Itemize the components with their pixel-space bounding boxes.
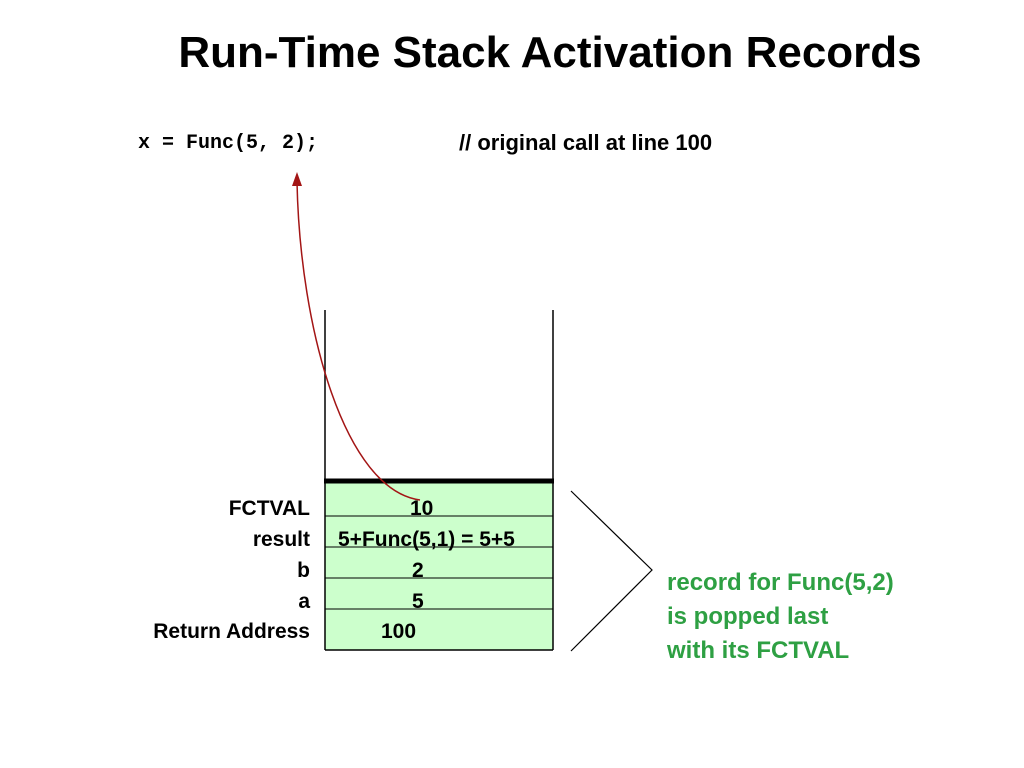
row-label-a: a — [298, 590, 310, 613]
record-bracket — [570, 490, 653, 652]
cell-value-result: 5+Func(5,1) = 5+5 — [338, 528, 515, 551]
annotation-line: is popped last — [667, 603, 829, 630]
cell-value-a: 5 — [412, 590, 424, 613]
call-code: x = Func(5, 2); — [138, 132, 319, 155]
row-label-return-address: Return Address — [153, 620, 310, 643]
call-comment: // original call at line 100 — [459, 130, 713, 155]
record-annotation: record for Func(5,2) is popped last with… — [667, 566, 894, 668]
return-arrowhead — [292, 172, 302, 186]
annotation-line: with its FCTVAL — [667, 637, 850, 664]
cell-value-b: 2 — [412, 559, 424, 582]
cell-value-return-address: 100 — [381, 620, 417, 643]
annotation-line: record for Func(5,2) — [667, 569, 894, 596]
return-arrow — [296, 181, 421, 501]
row-label-result: result — [252, 528, 310, 551]
row-label-b: b — [297, 559, 310, 582]
cell-value-fctval: 10 — [410, 497, 434, 520]
slide-title: Run-Time Stack Activation Records — [178, 28, 922, 77]
row-label-fctval: FCTVAL — [228, 497, 310, 520]
activation-record-fill — [325, 481, 553, 650]
